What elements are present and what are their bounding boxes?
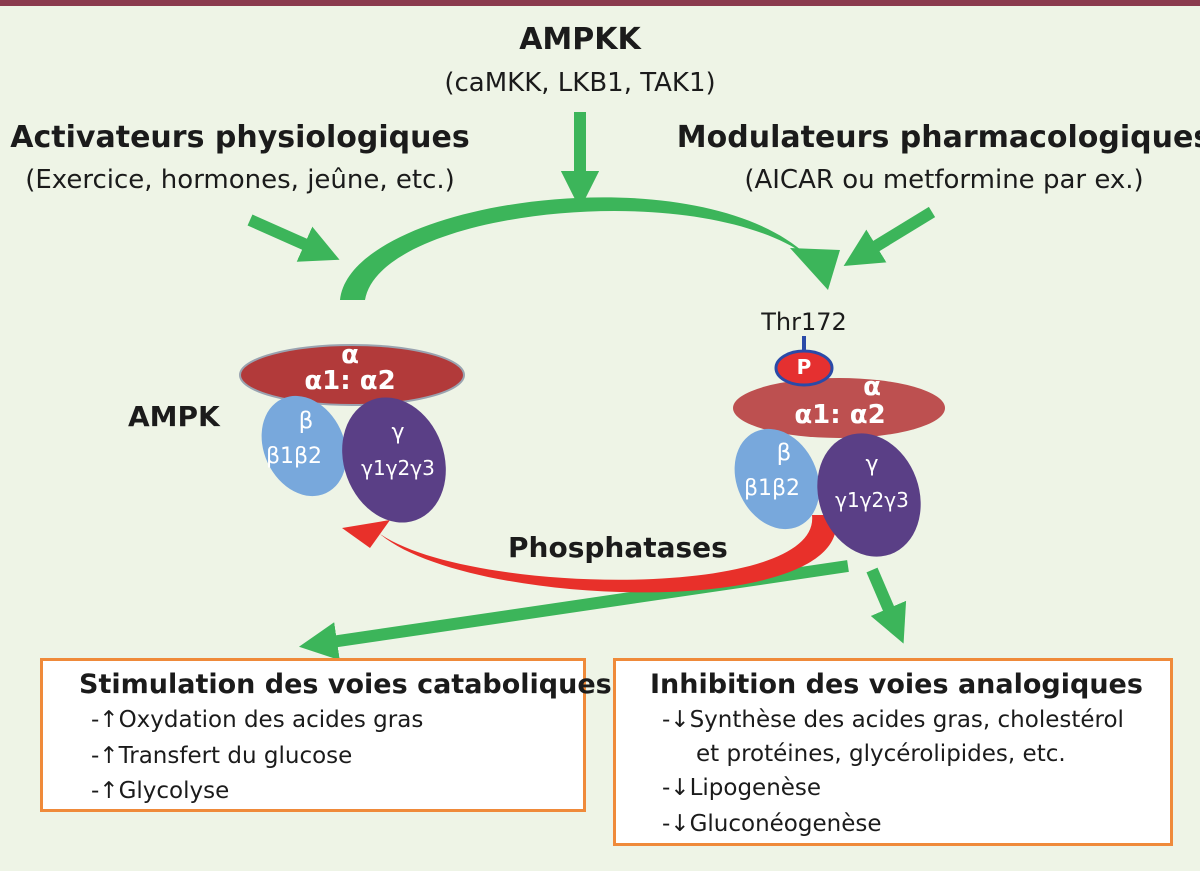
activation-arrowhead xyxy=(790,248,840,290)
anabolic-arrow xyxy=(866,567,907,644)
activators-subtitle: (Exercice, hormones, jeûne, etc.) xyxy=(25,165,455,195)
anabolic-item: et protéines, glycérolipides, etc. xyxy=(696,741,1066,767)
top-border xyxy=(0,0,1200,6)
alpha-subunit-active xyxy=(733,378,945,438)
beta-subunit-inactive xyxy=(261,395,347,497)
beta-label-active: β xyxy=(776,440,792,466)
alpha-label-inactive: α xyxy=(341,340,359,370)
ampk-label: AMPK xyxy=(128,400,220,433)
ampkk-subtitle: (caMKK, LKB1, TAK1) xyxy=(444,68,716,98)
alpha-sub-label-active: α1: α2 xyxy=(794,400,886,430)
catabolic-item: -↑Glycolyse xyxy=(91,778,230,804)
beta-sub-label-inactive: β1β2 xyxy=(265,444,323,469)
phosphate-group xyxy=(774,349,834,387)
gamma-sub-label-inactive: γ1γ2γ3 xyxy=(361,456,435,480)
alpha-sub-label-inactive: α1: α2 xyxy=(304,366,396,396)
beta-label-inactive: β xyxy=(298,408,314,434)
anabolic-title: Inhibition des voies analogiques xyxy=(650,669,1143,700)
gamma-subunit-inactive xyxy=(342,397,446,523)
anabolic-item: -↓Gluconéogenèse xyxy=(662,811,882,837)
gamma-sub-label-active: γ1γ2γ3 xyxy=(835,488,909,512)
gamma-label-active: γ xyxy=(865,452,879,477)
phosphatases-label: Phosphatases xyxy=(508,531,728,564)
beta-sub-label-active: β1β2 xyxy=(743,476,801,501)
catabolic-item: -↑Transfert du glucose xyxy=(91,743,353,769)
phosphate-label: P xyxy=(796,355,812,379)
catabolic-box: Stimulation des voies cataboliques -↑Oxy… xyxy=(40,658,612,812)
anabolic-box: Inhibition des voies analogiques -↓Synth… xyxy=(613,658,1173,846)
phosphatase-arrowhead xyxy=(342,520,390,548)
modulators-arrow xyxy=(843,206,936,267)
activators-title: Activateurs physiologiques xyxy=(10,120,470,155)
modulators-title: Modulateurs pharmacologiques xyxy=(676,120,1200,155)
thr172-label: Thr172 xyxy=(761,308,847,336)
alpha-label-active: α xyxy=(863,372,881,402)
ampkk-title: AMPKK xyxy=(519,22,641,57)
activators-arrow xyxy=(247,214,340,262)
catabolic-title: Stimulation des voies cataboliques xyxy=(79,669,612,700)
catabolic-item: -↑Oxydation des acides gras xyxy=(91,707,424,733)
activation-curve-arrow xyxy=(340,197,810,300)
anabolic-item: -↓Lipogenèse xyxy=(662,775,822,801)
anabolic-item: -↓Synthèse des acides gras, cholestérol xyxy=(662,707,1124,733)
gamma-label-inactive: γ xyxy=(391,420,405,445)
alpha-subunit-inactive xyxy=(239,344,465,406)
modulators-subtitle: (AICAR ou metformine par ex.) xyxy=(744,165,1144,195)
beta-subunit-active xyxy=(734,428,820,530)
gamma-subunit-active xyxy=(817,433,921,557)
phosphatase-curve-arrow xyxy=(380,515,837,593)
